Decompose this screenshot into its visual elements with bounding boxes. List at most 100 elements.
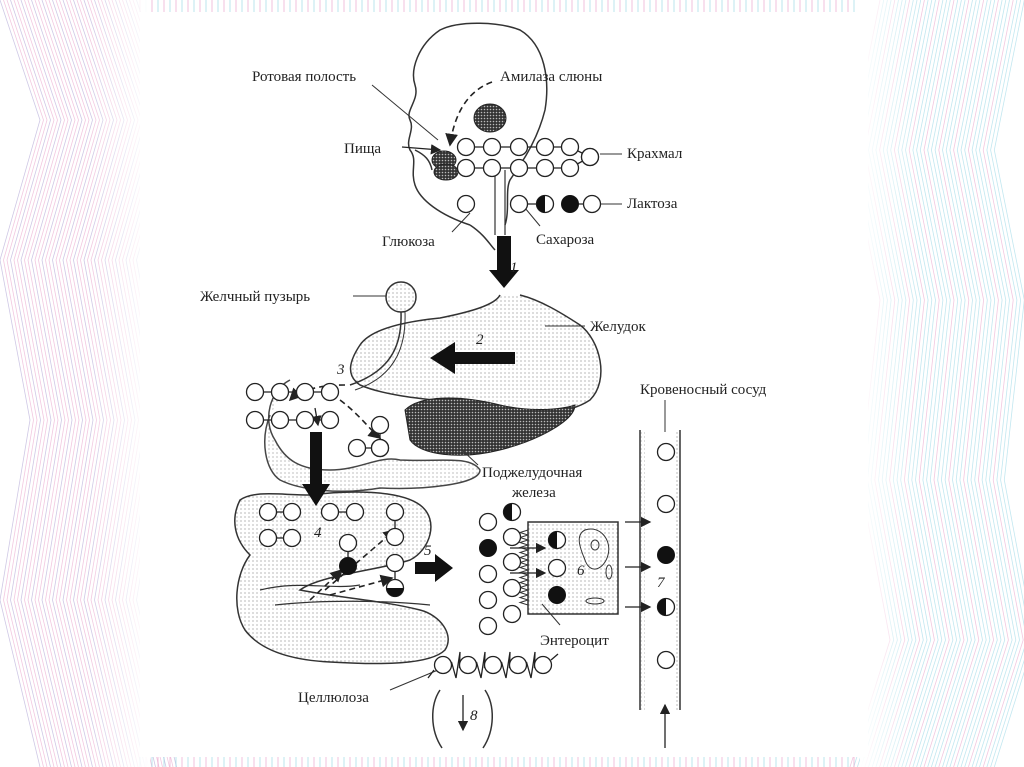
glucose-molecule <box>656 494 676 514</box>
galactose-molecule <box>479 539 497 557</box>
galactose-molecule <box>657 546 675 564</box>
glucose-molecule <box>560 158 580 178</box>
glucose-molecule <box>385 527 405 547</box>
enterocyte-cell <box>518 521 619 615</box>
duodenum-outline <box>264 379 481 492</box>
cellulose-bond <box>450 651 461 679</box>
label-sucrose: Сахароза <box>536 232 595 248</box>
galactose-molecule <box>339 557 357 575</box>
labels: Ротовая полость Амилаза слюны Пища Крахм… <box>200 69 767 724</box>
glucose-molecule <box>560 137 580 157</box>
glucose-molecule <box>482 137 502 157</box>
salivary-gland <box>431 103 507 181</box>
cellulose-bond <box>500 651 511 679</box>
label-lactose: Лактоза <box>627 196 678 212</box>
label-cellulose: Целлюлоза <box>298 690 369 706</box>
glucose-molecule <box>456 137 476 157</box>
glucose-molecule <box>580 147 600 167</box>
step-number-2: 2 <box>476 332 484 348</box>
glucose-molecule <box>509 194 529 214</box>
glucose-molecule <box>502 527 522 547</box>
glucose-molecule <box>656 442 676 462</box>
glucose-molecule <box>502 552 522 572</box>
pancreas <box>404 397 576 456</box>
glucose-molecule <box>547 558 567 578</box>
thin-arrows <box>311 144 671 748</box>
glucose-molecule <box>478 590 498 610</box>
glucose-molecule <box>478 564 498 584</box>
step-number-1: 1 <box>510 260 518 276</box>
glucose-molecule <box>245 382 265 402</box>
glucose-molecule <box>320 382 340 402</box>
fructose-molecule <box>535 194 555 214</box>
glucose-molecule <box>385 502 405 522</box>
glucose-molecule <box>345 502 365 522</box>
head-outline <box>407 22 548 251</box>
glucose-molecule <box>370 415 390 435</box>
glucose-molecule <box>502 604 522 624</box>
glucose-molecule <box>433 655 453 675</box>
glucose-molecule <box>478 616 498 636</box>
arrow-step-3 <box>302 432 330 506</box>
glucose-molecule <box>535 158 555 178</box>
glucose-molecule <box>385 553 405 573</box>
glucose-molecule <box>370 438 390 458</box>
dashed-arrows <box>288 81 493 601</box>
glucose-molecule <box>482 158 502 178</box>
glucose-molecule <box>347 438 367 458</box>
glucose-molecule <box>458 655 478 675</box>
glucose-molecule <box>509 137 529 157</box>
glucose-molecule <box>502 578 522 598</box>
glucose-molecule <box>270 410 290 430</box>
step-number-8: 8 <box>470 708 478 724</box>
label-pancreas-line1: Поджелудочная <box>482 465 582 481</box>
glucose-molecule <box>582 194 602 214</box>
gallbladder <box>349 281 417 391</box>
glucose-molecule <box>245 410 265 430</box>
label-starch: Крахмал <box>627 146 683 162</box>
glucose-molecule <box>478 512 498 532</box>
label-oral-cavity: Ротовая полость <box>252 69 356 85</box>
galactose-half-molecule <box>385 578 405 598</box>
glucose-molecule <box>258 528 278 548</box>
label-food: Пища <box>344 141 381 157</box>
step-number-3: 3 <box>336 362 345 378</box>
label-glucose: Глюкоза <box>382 234 435 250</box>
glucose-molecule <box>535 137 555 157</box>
glucose-molecule <box>320 410 340 430</box>
label-enterocyte: Энтероцит <box>540 633 609 649</box>
glucose-molecule <box>656 650 676 670</box>
background-stripes-top <box>139 0 855 767</box>
glucose-molecule <box>270 382 290 402</box>
step-arrows <box>302 236 519 582</box>
rectum <box>432 689 493 749</box>
arrow-step-1 <box>489 236 519 288</box>
galactose-molecule <box>561 195 579 213</box>
arrow-step-5 <box>415 554 453 582</box>
label-blood-vessel: Кровеносный сосуд <box>640 382 767 398</box>
glucose-molecule <box>483 655 503 675</box>
label-pancreas-line2: железа <box>511 485 556 501</box>
glucose-molecule <box>509 158 529 178</box>
glucose-molecule <box>533 655 553 675</box>
glucose-molecule <box>508 655 528 675</box>
glucose-molecule <box>320 502 340 522</box>
glucose-molecule <box>282 502 302 522</box>
molecule-layer <box>245 137 676 679</box>
cellulose-bond <box>475 651 486 679</box>
esophagus <box>494 170 506 235</box>
fructose-molecule <box>502 502 522 522</box>
step-number-5: 5 <box>424 543 432 559</box>
fructose-molecule <box>547 530 567 550</box>
label-stomach: Желудок <box>590 319 647 335</box>
glucose-molecule <box>295 410 315 430</box>
fructose-molecule <box>656 597 676 617</box>
glucose-molecule <box>456 194 476 214</box>
label-salivary-amylase: Амилаза слюны <box>500 69 602 85</box>
galactose-molecule <box>548 586 566 604</box>
step-number-7: 7 <box>657 575 666 591</box>
glucose-molecule <box>456 158 476 178</box>
glucose-molecule <box>338 533 358 553</box>
label-gallbladder: Желчный пузырь <box>200 289 310 305</box>
